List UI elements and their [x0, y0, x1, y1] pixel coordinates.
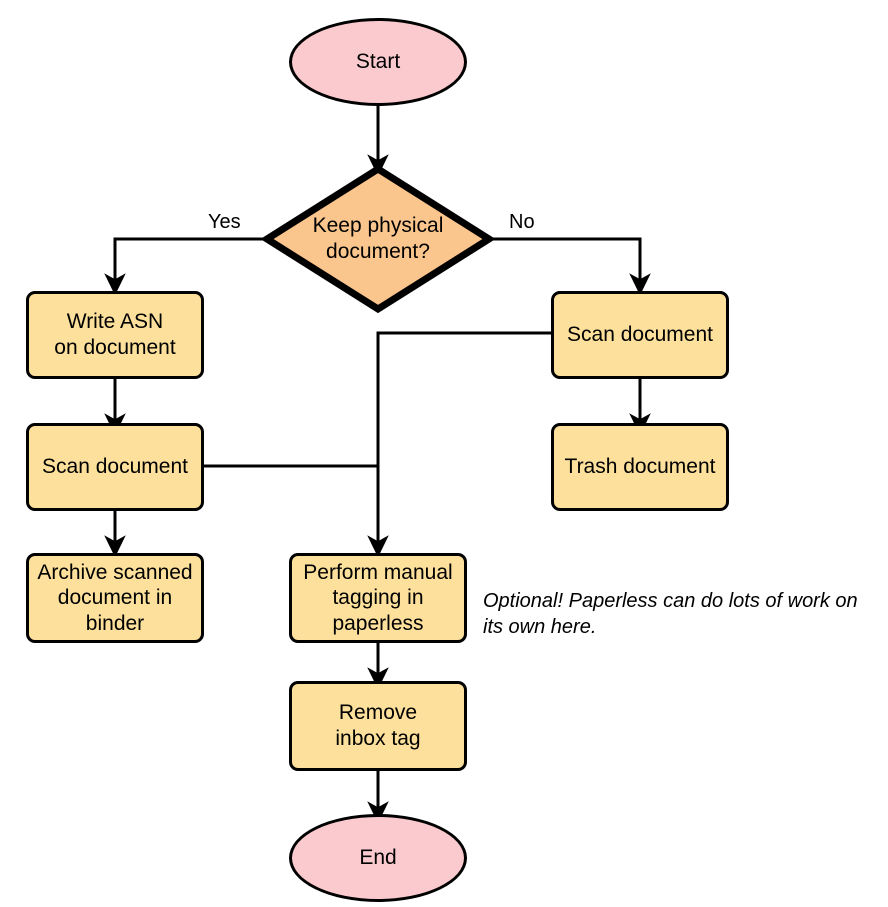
diamond-shape — [263, 165, 493, 313]
node-write-asn[interactable]: Write ASN on document — [26, 291, 204, 379]
edge-decision-no-to-scan-right — [491, 237, 651, 296]
node-start-label: Start — [355, 50, 401, 74]
edge-label-no: No — [509, 211, 535, 233]
node-perform-manual-tagging[interactable]: Perform manual tagging in paperless — [289, 553, 467, 643]
node-scan-document-left-label: Scan document — [42, 455, 188, 479]
node-trash-document[interactable]: Trash document — [551, 423, 729, 511]
node-perform-manual-tagging-label: Perform manual tagging in paperless — [303, 560, 453, 635]
node-remove-inbox-tag-label: Remove inbox tag — [335, 701, 421, 750]
edge-scan-right-to-tagging — [367, 331, 553, 558]
node-write-asn-label: Write ASN on document — [54, 310, 176, 359]
node-keep-physical-document-label: Keep physical document? — [312, 214, 444, 263]
edge-decision-yes-to-write-asn — [104, 237, 265, 296]
node-scan-document-left[interactable]: Scan document — [26, 423, 204, 511]
node-scan-document-right-label: Scan document — [567, 323, 713, 347]
node-end[interactable]: End — [289, 814, 467, 902]
node-archive-scanned-document-label: Archive scanned document in binder — [37, 560, 193, 635]
annotation-optional-note: Optional! Paperless can do lots of work … — [483, 590, 858, 638]
node-scan-document-right[interactable]: Scan document — [551, 291, 729, 379]
node-keep-physical-document[interactable]: Keep physical document? — [263, 165, 493, 313]
node-start[interactable]: Start — [289, 18, 467, 106]
node-archive-scanned-document[interactable]: Archive scanned document in binder — [26, 553, 204, 643]
node-remove-inbox-tag[interactable]: Remove inbox tag — [289, 681, 467, 771]
node-trash-document-label: Trash document — [564, 455, 716, 479]
node-end-label: End — [359, 846, 397, 870]
edge-label-yes: Yes — [208, 211, 241, 233]
